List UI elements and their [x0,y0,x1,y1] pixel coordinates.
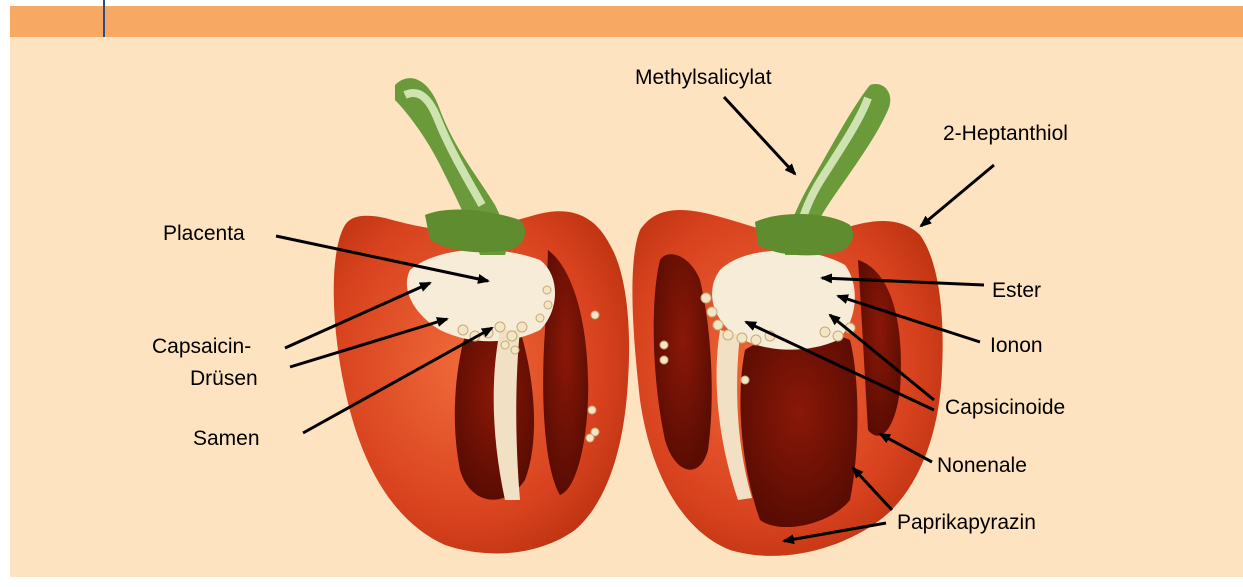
left-pepper-half [334,78,629,553]
label-ionon: Ionon [990,334,1043,357]
arrow-heptanthiol [921,165,994,226]
label-methylsalicylat: Methylsalicylat [635,66,772,89]
label-heptanthiol: 2-Heptanthiol [943,122,1068,145]
label-nonenale: Nonenale [937,454,1027,477]
label-capsaicin-line1: Capsaicin- [152,335,251,358]
arrow-methylsalicylat [724,97,795,174]
label-capsicinoide: Capsicinoide [945,396,1065,419]
label-capsaicin-line2: Drüsen [190,367,258,390]
label-ester: Ester [992,279,1041,302]
label-samen: Samen [193,427,260,450]
label-placenta: Placenta [163,222,245,245]
right-pepper-half [632,84,942,556]
label-paprikapyrazin: Paprikapyrazin [897,511,1036,534]
